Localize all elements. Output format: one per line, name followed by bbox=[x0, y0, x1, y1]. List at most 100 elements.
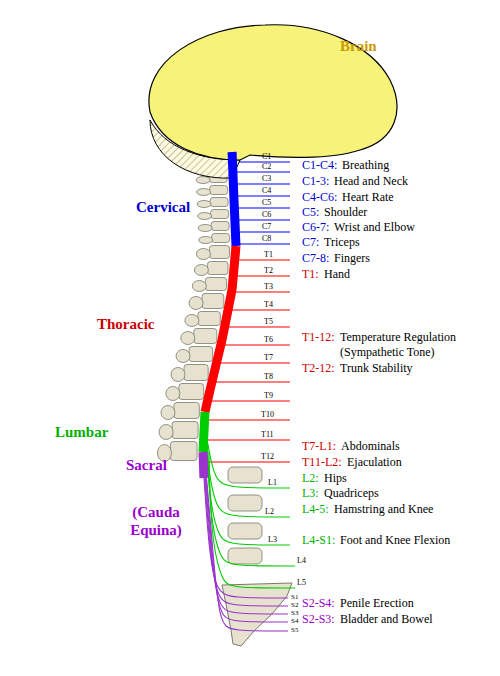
function-label: Abdominals bbox=[341, 439, 400, 453]
spinous-process bbox=[166, 387, 180, 401]
spinous-process bbox=[176, 350, 190, 363]
vertebra-body bbox=[211, 222, 229, 231]
vertebrae-group bbox=[157, 154, 262, 565]
region-label: Lumbar bbox=[55, 424, 108, 441]
vertebra-label: T2 bbox=[264, 266, 273, 275]
function-label: Trunk Stability bbox=[340, 361, 413, 375]
function-label: Fingers bbox=[334, 251, 370, 265]
level-range: T1-12: bbox=[302, 330, 335, 344]
level-range: T2-12: bbox=[302, 361, 335, 375]
vertebra-label: C7 bbox=[262, 222, 271, 231]
vertebra-label: C8 bbox=[262, 234, 271, 243]
vertebra-label: L5 bbox=[297, 578, 306, 587]
spinous-process bbox=[194, 265, 208, 276]
level-range: T1: bbox=[302, 267, 319, 281]
nerve-group bbox=[203, 162, 295, 631]
level-range: C1-3: bbox=[302, 174, 329, 188]
vertebra-body bbox=[189, 347, 213, 362]
lumbar-vertebra bbox=[228, 548, 262, 564]
vertebra-body bbox=[207, 262, 228, 275]
cervical-nerve bbox=[234, 207, 290, 208]
function-label: Penile Erection bbox=[340, 596, 414, 610]
vertebra-label: L1 bbox=[268, 478, 277, 487]
thoracic-nerve bbox=[203, 461, 290, 462]
level-range: T7-L1: bbox=[302, 439, 336, 453]
vertebra-body bbox=[184, 365, 208, 381]
thoracic-nerve bbox=[235, 259, 290, 260]
thoracic-nerve bbox=[233, 275, 290, 276]
region-label: (Cauda Equina) bbox=[108, 503, 204, 539]
vertebra-label: S2 bbox=[291, 601, 298, 609]
vertebra-body bbox=[174, 403, 199, 419]
cervical-nerve bbox=[234, 195, 290, 196]
spinous-process bbox=[161, 406, 175, 420]
level-range: C7-8: bbox=[302, 251, 329, 265]
spinous-process bbox=[196, 177, 210, 184]
function-label: Shoulder bbox=[324, 205, 367, 219]
vertebra-label: T11 bbox=[261, 430, 274, 439]
vertebra-body bbox=[205, 278, 226, 291]
thoracic-nerve bbox=[228, 309, 290, 310]
vertebra-label: C2 bbox=[262, 162, 271, 171]
vertebra-label: C5 bbox=[262, 198, 271, 207]
spinous-process bbox=[159, 425, 173, 440]
spinal-cord-segment bbox=[203, 412, 205, 452]
cervical-nerve bbox=[233, 183, 290, 184]
function-label: Bladder and Bowel bbox=[340, 612, 433, 626]
spinal-cord-segment bbox=[205, 246, 236, 412]
thoracic-nerve bbox=[216, 362, 290, 363]
lumbar-nerve bbox=[206, 436, 290, 545]
vertebra-label: C3 bbox=[262, 174, 271, 183]
cervical-nerve bbox=[235, 231, 290, 232]
spinous-process bbox=[199, 237, 213, 244]
function-label: Breathing bbox=[342, 158, 389, 172]
function-label: Hamstring and Knee bbox=[334, 502, 433, 516]
lumbar-nerve bbox=[209, 452, 295, 588]
function-label: Hips bbox=[324, 471, 347, 485]
spinous-process bbox=[198, 225, 212, 232]
cervical-nerve bbox=[232, 161, 290, 162]
cervical-nerve bbox=[236, 243, 290, 244]
vertebra-label: S1 bbox=[291, 593, 298, 601]
vertebra-body bbox=[179, 384, 204, 400]
spinous-process bbox=[171, 368, 185, 382]
vertebra-label: S3 bbox=[291, 609, 298, 617]
level-range: C6-7: bbox=[302, 220, 329, 234]
vertebra-label: L3 bbox=[268, 535, 277, 544]
thoracic-nerve bbox=[204, 439, 290, 440]
lumbar-nerve bbox=[203, 420, 290, 488]
lumbar-vertebra bbox=[228, 495, 262, 511]
spinous-process bbox=[197, 201, 211, 208]
vertebra-body bbox=[172, 422, 198, 439]
vertebra-body bbox=[210, 198, 228, 207]
spinous-process bbox=[197, 189, 211, 196]
vertebra-body bbox=[211, 210, 229, 219]
thoracic-nerve bbox=[212, 381, 290, 382]
function-label: Wrist and Elbow bbox=[334, 220, 415, 234]
function-label: Quadriceps bbox=[324, 486, 379, 500]
vertebra-body bbox=[198, 312, 220, 326]
function-label: Head and Neck bbox=[334, 174, 408, 188]
function-label: Temperature Regulation (Sympathetic Tone… bbox=[340, 330, 480, 360]
vertebra-body bbox=[202, 294, 224, 309]
cervical-nerve bbox=[233, 171, 290, 172]
function-label: Hand bbox=[324, 267, 350, 281]
lumbar-nerve bbox=[205, 428, 291, 517]
vertebra-label: C4 bbox=[262, 186, 271, 195]
level-range: T11-L2: bbox=[302, 455, 342, 469]
function-label: Foot and Knee Flexion bbox=[340, 533, 450, 547]
function-label: Ejaculation bbox=[347, 455, 402, 469]
vertebra-label: C6 bbox=[262, 210, 271, 219]
vertebra-body bbox=[210, 186, 228, 195]
vertebra-label: T8 bbox=[264, 372, 273, 381]
region-label: Cervical bbox=[136, 199, 190, 216]
level-range: S2-S4: bbox=[302, 596, 335, 610]
vertebra-body bbox=[194, 329, 217, 344]
level-range: C4-C6: bbox=[302, 190, 337, 204]
level-range: L4-S1: bbox=[302, 533, 335, 547]
thoracic-nerve bbox=[225, 326, 290, 327]
spinal-cord-group bbox=[203, 152, 236, 478]
spinous-process bbox=[189, 297, 203, 310]
